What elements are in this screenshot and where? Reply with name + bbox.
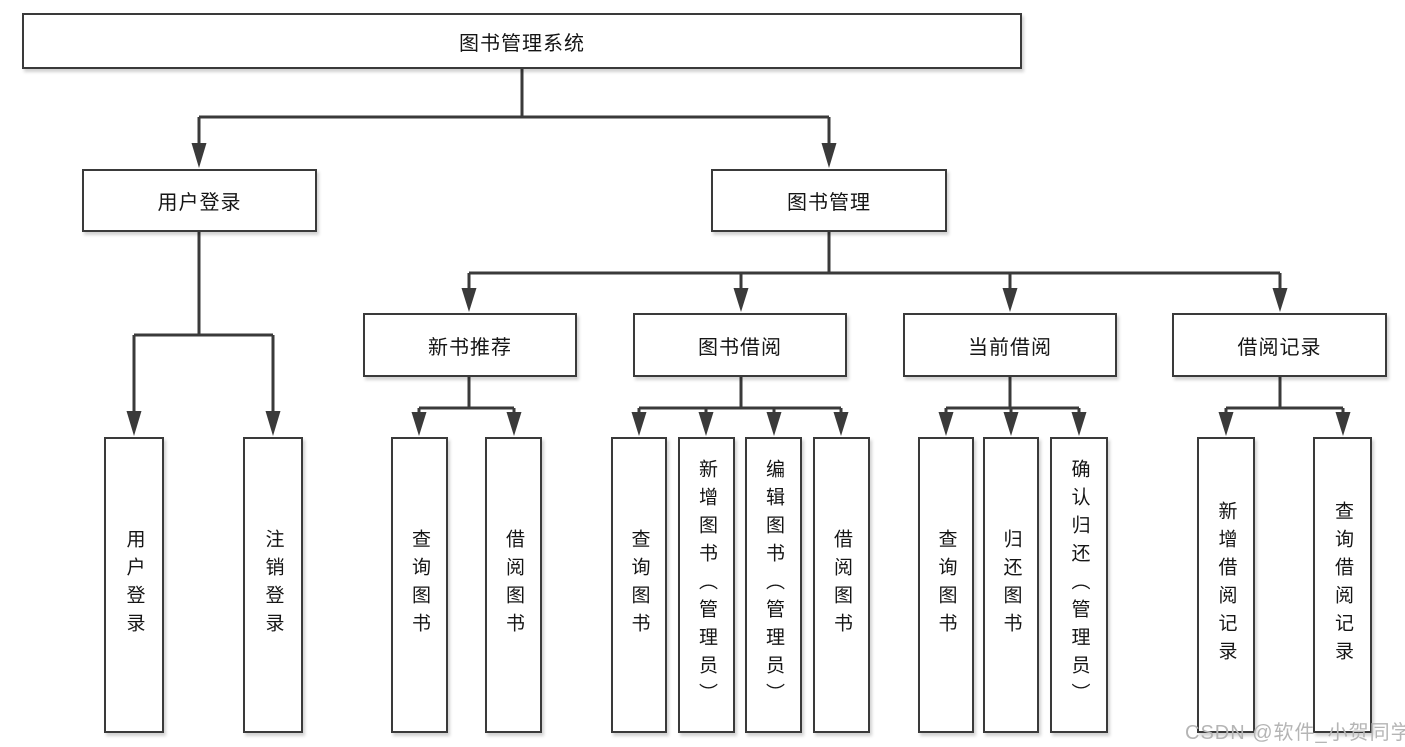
node-user-login: 用户登录 bbox=[82, 169, 317, 232]
leaf-user-login: 用户登录 bbox=[104, 437, 164, 733]
leaf-confirm-return-admin: 确认归还（管理员） bbox=[1050, 437, 1108, 733]
watermark: CSDN @软件_小贺同学 bbox=[1185, 722, 1405, 744]
node-root-system: 图书管理系统 bbox=[22, 13, 1022, 69]
leaf-query-books-recommend: 查询图书 bbox=[391, 437, 448, 733]
leaf-query-books-current: 查询图书 bbox=[918, 437, 974, 733]
node-new-book-recommend: 新书推荐 bbox=[363, 313, 577, 377]
leaf-borrow-books-recommend: 借阅图书 bbox=[485, 437, 542, 733]
leaf-logout: 注销登录 bbox=[243, 437, 303, 733]
arrowhead-icons bbox=[126, 143, 1351, 436]
leaf-query-books-borrow: 查询图书 bbox=[611, 437, 667, 733]
node-book-borrow: 图书借阅 bbox=[633, 313, 847, 377]
node-current-borrow: 当前借阅 bbox=[903, 313, 1117, 377]
leaf-query-borrow-record: 查询借阅记录 bbox=[1313, 437, 1372, 733]
leaf-add-borrow-record: 新增借阅记录 bbox=[1197, 437, 1255, 733]
leaf-borrow-books: 借阅图书 bbox=[813, 437, 870, 733]
leaf-return-books: 归还图书 bbox=[983, 437, 1039, 733]
node-borrow-records: 借阅记录 bbox=[1172, 313, 1387, 377]
node-book-management: 图书管理 bbox=[711, 169, 947, 232]
leaf-edit-books-admin: 编辑图书（管理员） bbox=[745, 437, 802, 733]
leaf-add-books-admin: 新增图书（管理员） bbox=[678, 437, 735, 733]
